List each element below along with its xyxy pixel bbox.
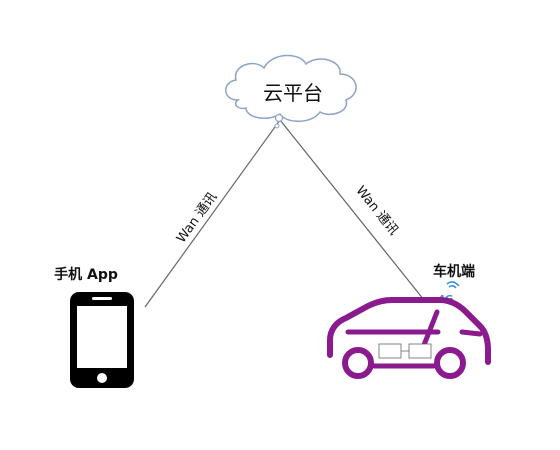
car-label: 车机端 — [433, 263, 475, 280]
car-icon — [327, 297, 491, 379]
cloud-shape — [225, 54, 357, 122]
phone-label: 手机 App — [54, 266, 118, 283]
wan-link-left-label: Wan 通讯 — [174, 190, 220, 246]
phone-node[interactable]: 手机 App — [54, 266, 134, 388]
wan-link-right-line — [279, 119, 425, 301]
smartphone-icon — [70, 292, 134, 388]
wan-link-left-line — [144, 119, 281, 308]
cloud-tail-bubble-large — [274, 113, 284, 123]
cloud-tail-bubble-small — [274, 123, 280, 129]
signal-icon — [446, 281, 460, 289]
car-node[interactable]: 车机端 4G — [327, 263, 491, 379]
cloud-node[interactable]: 云平台 — [225, 54, 357, 129]
wan-link-right-label: Wan 通讯 — [353, 183, 401, 238]
cloud-label: 云平台 — [263, 81, 323, 105]
